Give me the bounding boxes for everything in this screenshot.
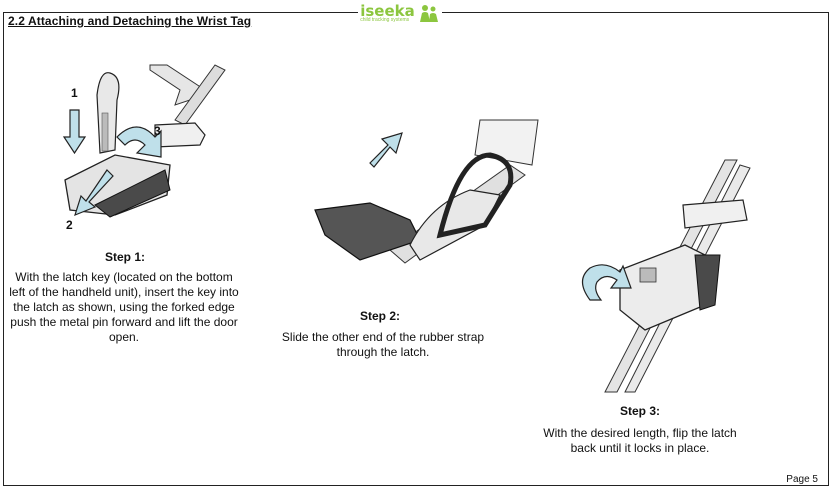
step1-text: With the latch key (located on the botto… — [9, 270, 239, 344]
step1-title: Step 1: — [104, 250, 145, 264]
page-number: Page 5 — [786, 474, 818, 485]
family-logo-icon — [419, 5, 438, 22]
iseeka-logo: iseeka child tracking systems — [358, 0, 442, 26]
step3-title: Step 3: — [619, 404, 660, 418]
step3-text: With the desired length, flip the latch … — [543, 426, 737, 455]
step2-title: Step 2: — [359, 309, 400, 323]
logo-text: iseeka — [360, 1, 415, 20]
section-title: 2.2 Attaching and Detaching the Wrist Ta… — [8, 14, 252, 28]
step2-illustration — [314, 119, 539, 264]
marker-1: 1 — [71, 86, 78, 100]
logo-tagline: child tracking systems — [360, 16, 410, 23]
step3-illustration — [581, 159, 751, 393]
step1-illustration — [62, 64, 226, 218]
step2-text: Slide the other end of the rubber strap … — [281, 330, 485, 359]
marker-3: 3 — [154, 124, 161, 138]
marker-2: 2 — [66, 218, 73, 232]
